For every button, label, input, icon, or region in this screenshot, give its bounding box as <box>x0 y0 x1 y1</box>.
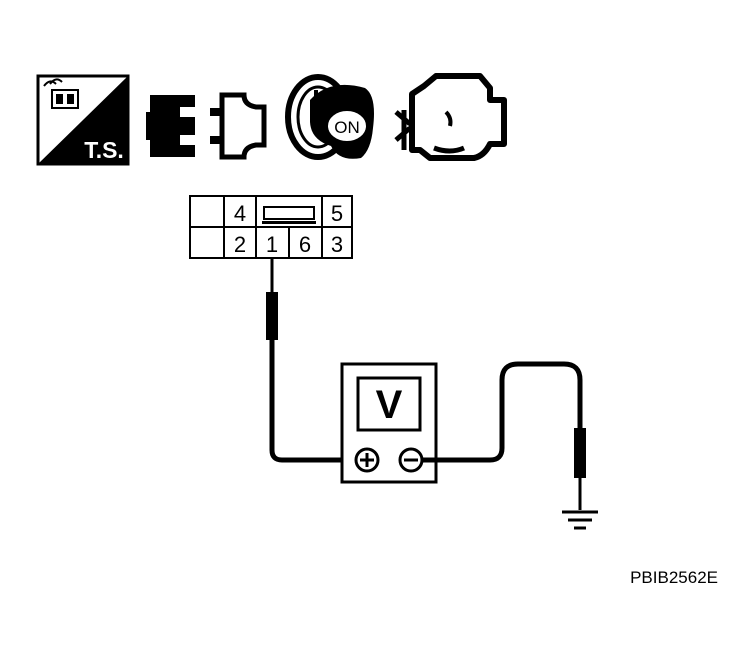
trouble-shooting-icon: T.S. <box>36 74 130 166</box>
engine-icon <box>394 73 507 161</box>
connector-icon <box>146 92 267 160</box>
voltmeter-label: V <box>376 383 403 427</box>
positive-probe-lead <box>266 258 352 463</box>
terminal-2: 2 <box>234 232 246 257</box>
terminal-6: 6 <box>299 232 311 257</box>
negative-probe-lead <box>422 361 586 510</box>
ts-label: T.S. <box>84 137 124 163</box>
connector-face: 4 5 2 1 6 3 <box>189 195 353 259</box>
terminal-1: 1 <box>266 232 278 257</box>
ignition-on-label: ON <box>334 118 360 137</box>
terminal-3: 3 <box>331 232 343 257</box>
figure-code: PBIB2562E <box>630 568 718 587</box>
terminal-4: 4 <box>234 201 246 226</box>
ignition-key-icon: ON <box>285 74 374 160</box>
voltmeter: V <box>340 362 438 484</box>
terminal-5: 5 <box>331 201 343 226</box>
ground-icon <box>562 510 598 530</box>
